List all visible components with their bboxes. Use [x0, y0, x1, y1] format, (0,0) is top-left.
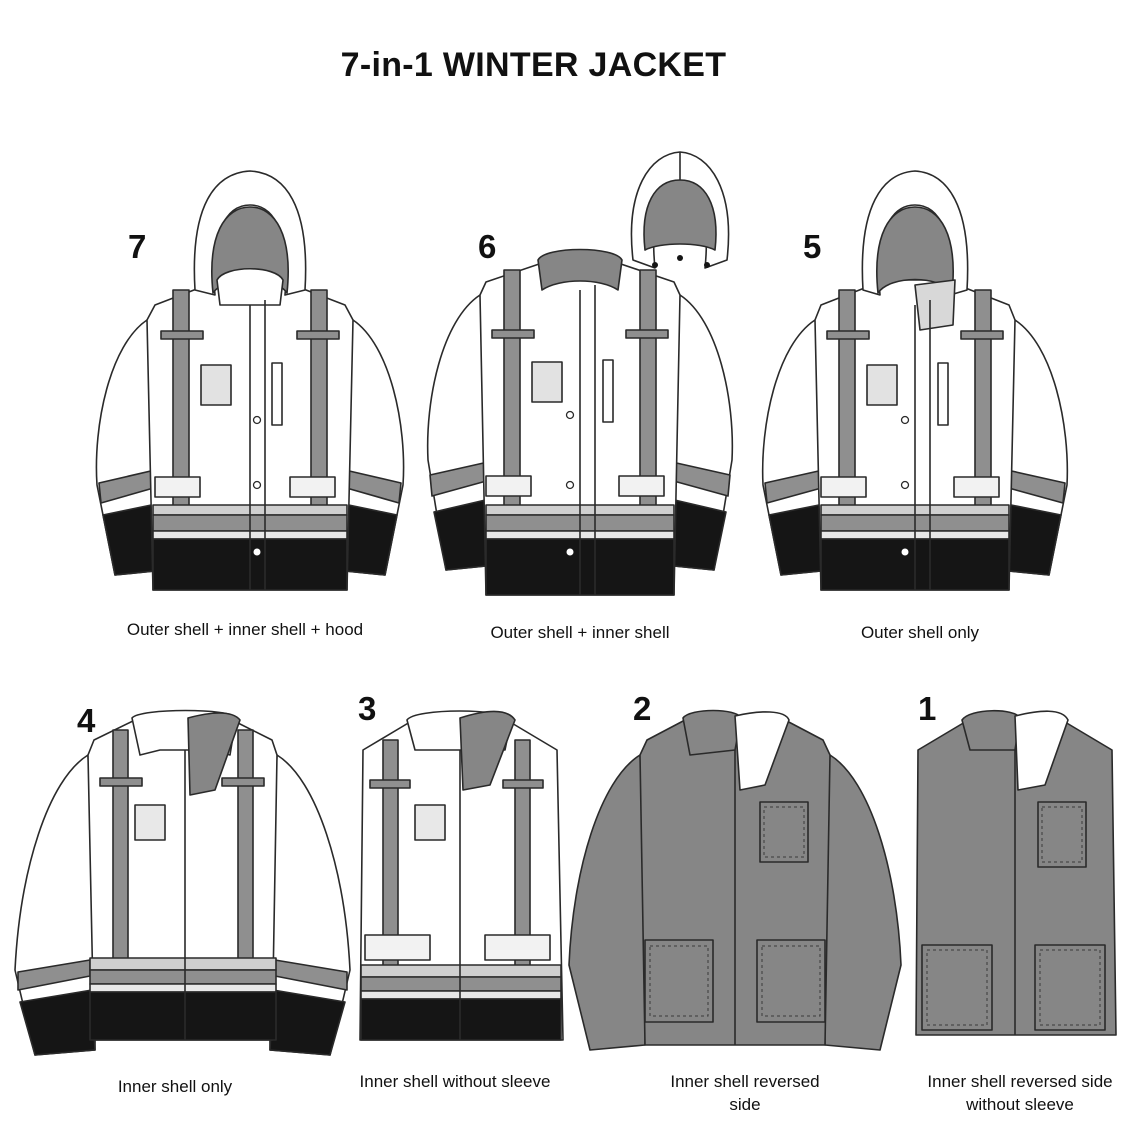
page-title: 7-in-1 WINTER JACKET: [340, 46, 727, 84]
jacket-7-illustration: [95, 170, 405, 591]
config-1-caption: Inner shell reversed side without sleeve: [927, 1072, 1113, 1114]
config-5-number: 5: [803, 228, 822, 265]
config-4-caption: Inner shell only: [117, 1077, 233, 1096]
config-2-caption: Inner shell reversed side: [670, 1072, 820, 1114]
config-5-caption: Outer shell only: [860, 623, 980, 642]
jacket-4-illustration: [14, 709, 351, 1056]
jacket-3-illustration: [359, 710, 564, 1041]
detached-hood-illustration: [630, 151, 730, 269]
jacket-1-illustration: [915, 709, 1117, 1036]
jacket-5-illustration: [761, 170, 1069, 591]
jacket-2-illustration: [568, 709, 902, 1051]
config-3-number: 3: [358, 690, 377, 727]
config-7-caption: Outer shell + inner shell + hood: [126, 620, 364, 639]
jacket-6-illustration: [426, 248, 734, 596]
config-6-caption: Outer shell + inner shell: [490, 623, 670, 642]
config-1-number: 1: [918, 690, 937, 727]
config-3-caption: Inner shell without sleeve: [359, 1072, 551, 1091]
config-2-number: 2: [633, 690, 652, 727]
config-7-number: 7: [128, 228, 147, 265]
config-6-number: 6: [478, 228, 497, 265]
config-4-number: 4: [77, 702, 96, 739]
